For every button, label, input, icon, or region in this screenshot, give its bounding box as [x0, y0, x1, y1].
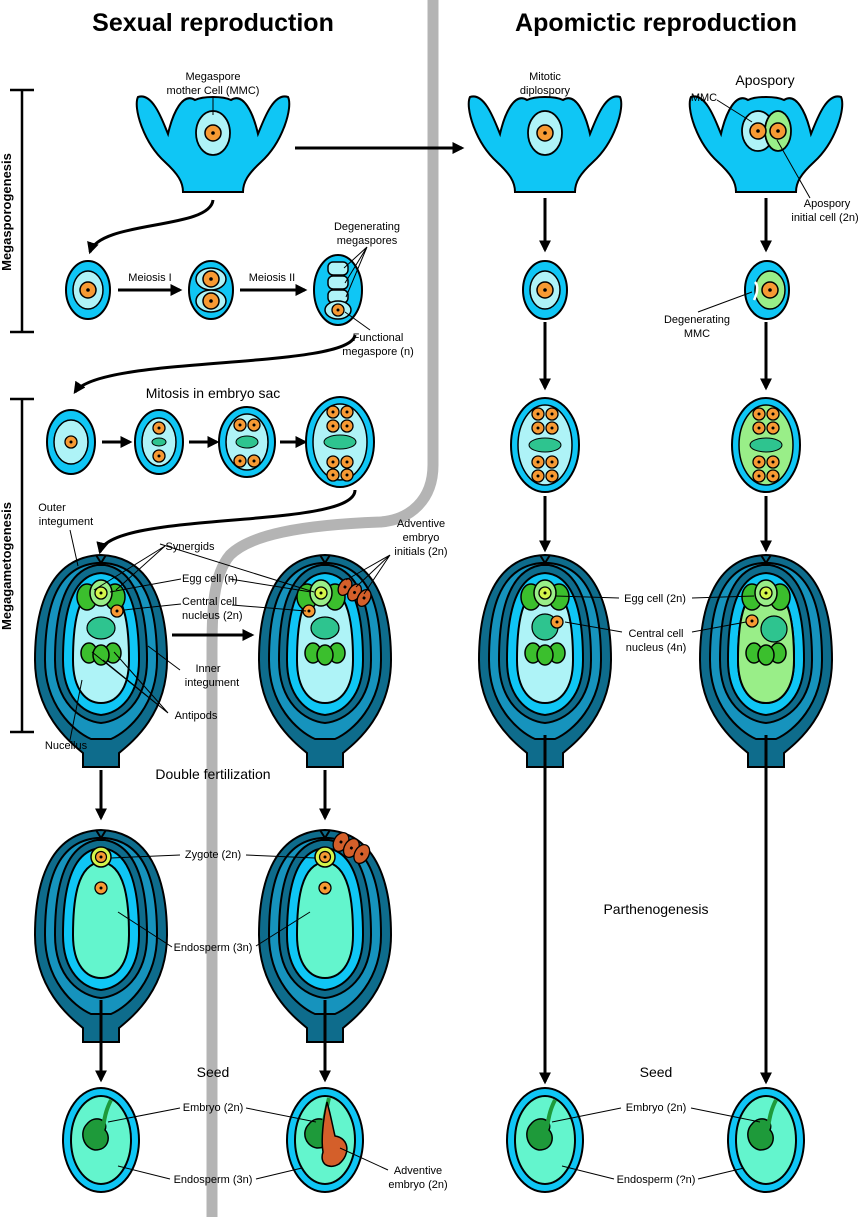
label-degenerating-2: megaspores — [337, 235, 398, 247]
label-synergids: Synergids — [166, 541, 215, 553]
stage-seed-left: Seed — [197, 1064, 230, 1080]
title-sexual: Sexual reproduction — [92, 9, 334, 37]
label-adv-emb-1: Adventive — [394, 1165, 442, 1177]
seed-diplospory — [505, 1086, 585, 1194]
label-zygote: Zygote (2n) — [185, 849, 241, 861]
label-egg-2n: Egg cell (2n) — [624, 593, 686, 605]
stage-double-fertilization: Double fertilization — [155, 766, 270, 782]
label-apospory: Apospory — [735, 72, 794, 88]
label-inner-1: Inner — [195, 663, 220, 675]
label-deg-mmc-2: MMC — [684, 328, 710, 340]
label-endosperm-right: Endosperm (?n) — [617, 1174, 696, 1186]
diplospory-primordium — [467, 95, 623, 193]
megasporogenesis-bracket — [10, 88, 34, 334]
ovule-zygote-adventive — [258, 829, 392, 1043]
ovule-apospory — [699, 554, 833, 768]
megagametogenesis-bracket — [10, 397, 34, 734]
seed-adventive — [286, 1087, 364, 1193]
diplospory-sac — [510, 397, 580, 493]
label-mmc-1: Megaspore — [185, 71, 240, 83]
divider-line — [206, 0, 439, 1217]
label-central4-2: nucleus (4n) — [626, 642, 687, 654]
label-apo-init-1: Apospory — [804, 198, 851, 210]
label-outer-2: integument — [39, 516, 93, 528]
seed-apospory — [726, 1086, 806, 1194]
arrow-mmc-to-cell — [87, 199, 215, 255]
arrow-to-mitosis — [73, 334, 357, 394]
label-central-2: nucleus (2n) — [182, 610, 243, 622]
label-adv-init-3: initials (2n) — [394, 546, 447, 558]
label-endosperm-left: Endosperm (3n) — [174, 1174, 253, 1186]
apospory-primordium — [688, 95, 844, 193]
embryo-sac-1 — [46, 409, 96, 475]
label-endosperm-3n: Endosperm (3n) — [174, 942, 253, 954]
dyad-cell — [188, 260, 234, 320]
label-mmc: MMC — [691, 92, 717, 104]
ovule-zygote — [34, 829, 168, 1043]
label-egg-n: Egg cell (n) — [182, 573, 238, 585]
arrow-to-ovule — [96, 489, 357, 555]
label-nucellus: Nucellus — [45, 740, 88, 752]
apospory-cell — [744, 260, 790, 320]
mmc-cell — [65, 260, 111, 320]
seed-sexual — [61, 1086, 141, 1194]
label-meiosis-2: Meiosis II — [249, 272, 295, 284]
label-adv-emb-2: embryo (2n) — [388, 1179, 447, 1191]
label-degenerating-1: Degenerating — [334, 221, 400, 233]
label-meiosis-1: Meiosis I — [128, 272, 171, 284]
label-outer-1: Outer — [38, 502, 66, 514]
ovule-diplospory — [478, 554, 612, 768]
label-adv-init-1: Adventive — [397, 518, 445, 530]
embryo-sac-8 — [305, 396, 375, 488]
label-mitotic-2: diplospory — [520, 85, 571, 97]
phase-megasporogenesis: Megasporogenesis — [0, 153, 14, 271]
label-mitotic-1: Mitotic — [529, 71, 561, 83]
label-inner-2: integument — [185, 677, 239, 689]
stage-parthenogenesis: Parthenogenesis — [603, 901, 708, 917]
label-functional-2: megaspore (n) — [342, 346, 414, 358]
diplospory-cell — [522, 260, 568, 320]
tetrad-cell — [313, 254, 363, 326]
apospory-sac — [731, 397, 801, 493]
label-embryo-left: Embryo (2n) — [183, 1102, 244, 1114]
label-adv-init-2: embryo — [403, 532, 440, 544]
title-apomictic: Apomictic reproduction — [515, 9, 797, 37]
phase-megagametogenesis: Megagametogenesis — [0, 502, 14, 630]
label-antipods: Antipods — [175, 710, 218, 722]
label-central-1: Central cell — [182, 596, 237, 608]
stage-seed-right: Seed — [640, 1064, 673, 1080]
label-embryo-right: Embryo (2n) — [626, 1102, 687, 1114]
ovule-adventive — [258, 554, 392, 768]
stage-mitosis: Mitosis in embryo sac — [146, 385, 281, 401]
embryo-sac-4 — [218, 406, 276, 478]
label-mmc-2: mother Cell (MMC) — [167, 85, 260, 97]
label-apo-init-2: initial cell (2n) — [791, 212, 858, 224]
label-central4-1: Central cell — [628, 628, 683, 640]
embryo-sac-2 — [134, 409, 184, 475]
ovule-sexual — [34, 554, 168, 768]
label-functional-1: Functional — [353, 332, 404, 344]
label-deg-mmc-1: Degenerating — [664, 314, 730, 326]
